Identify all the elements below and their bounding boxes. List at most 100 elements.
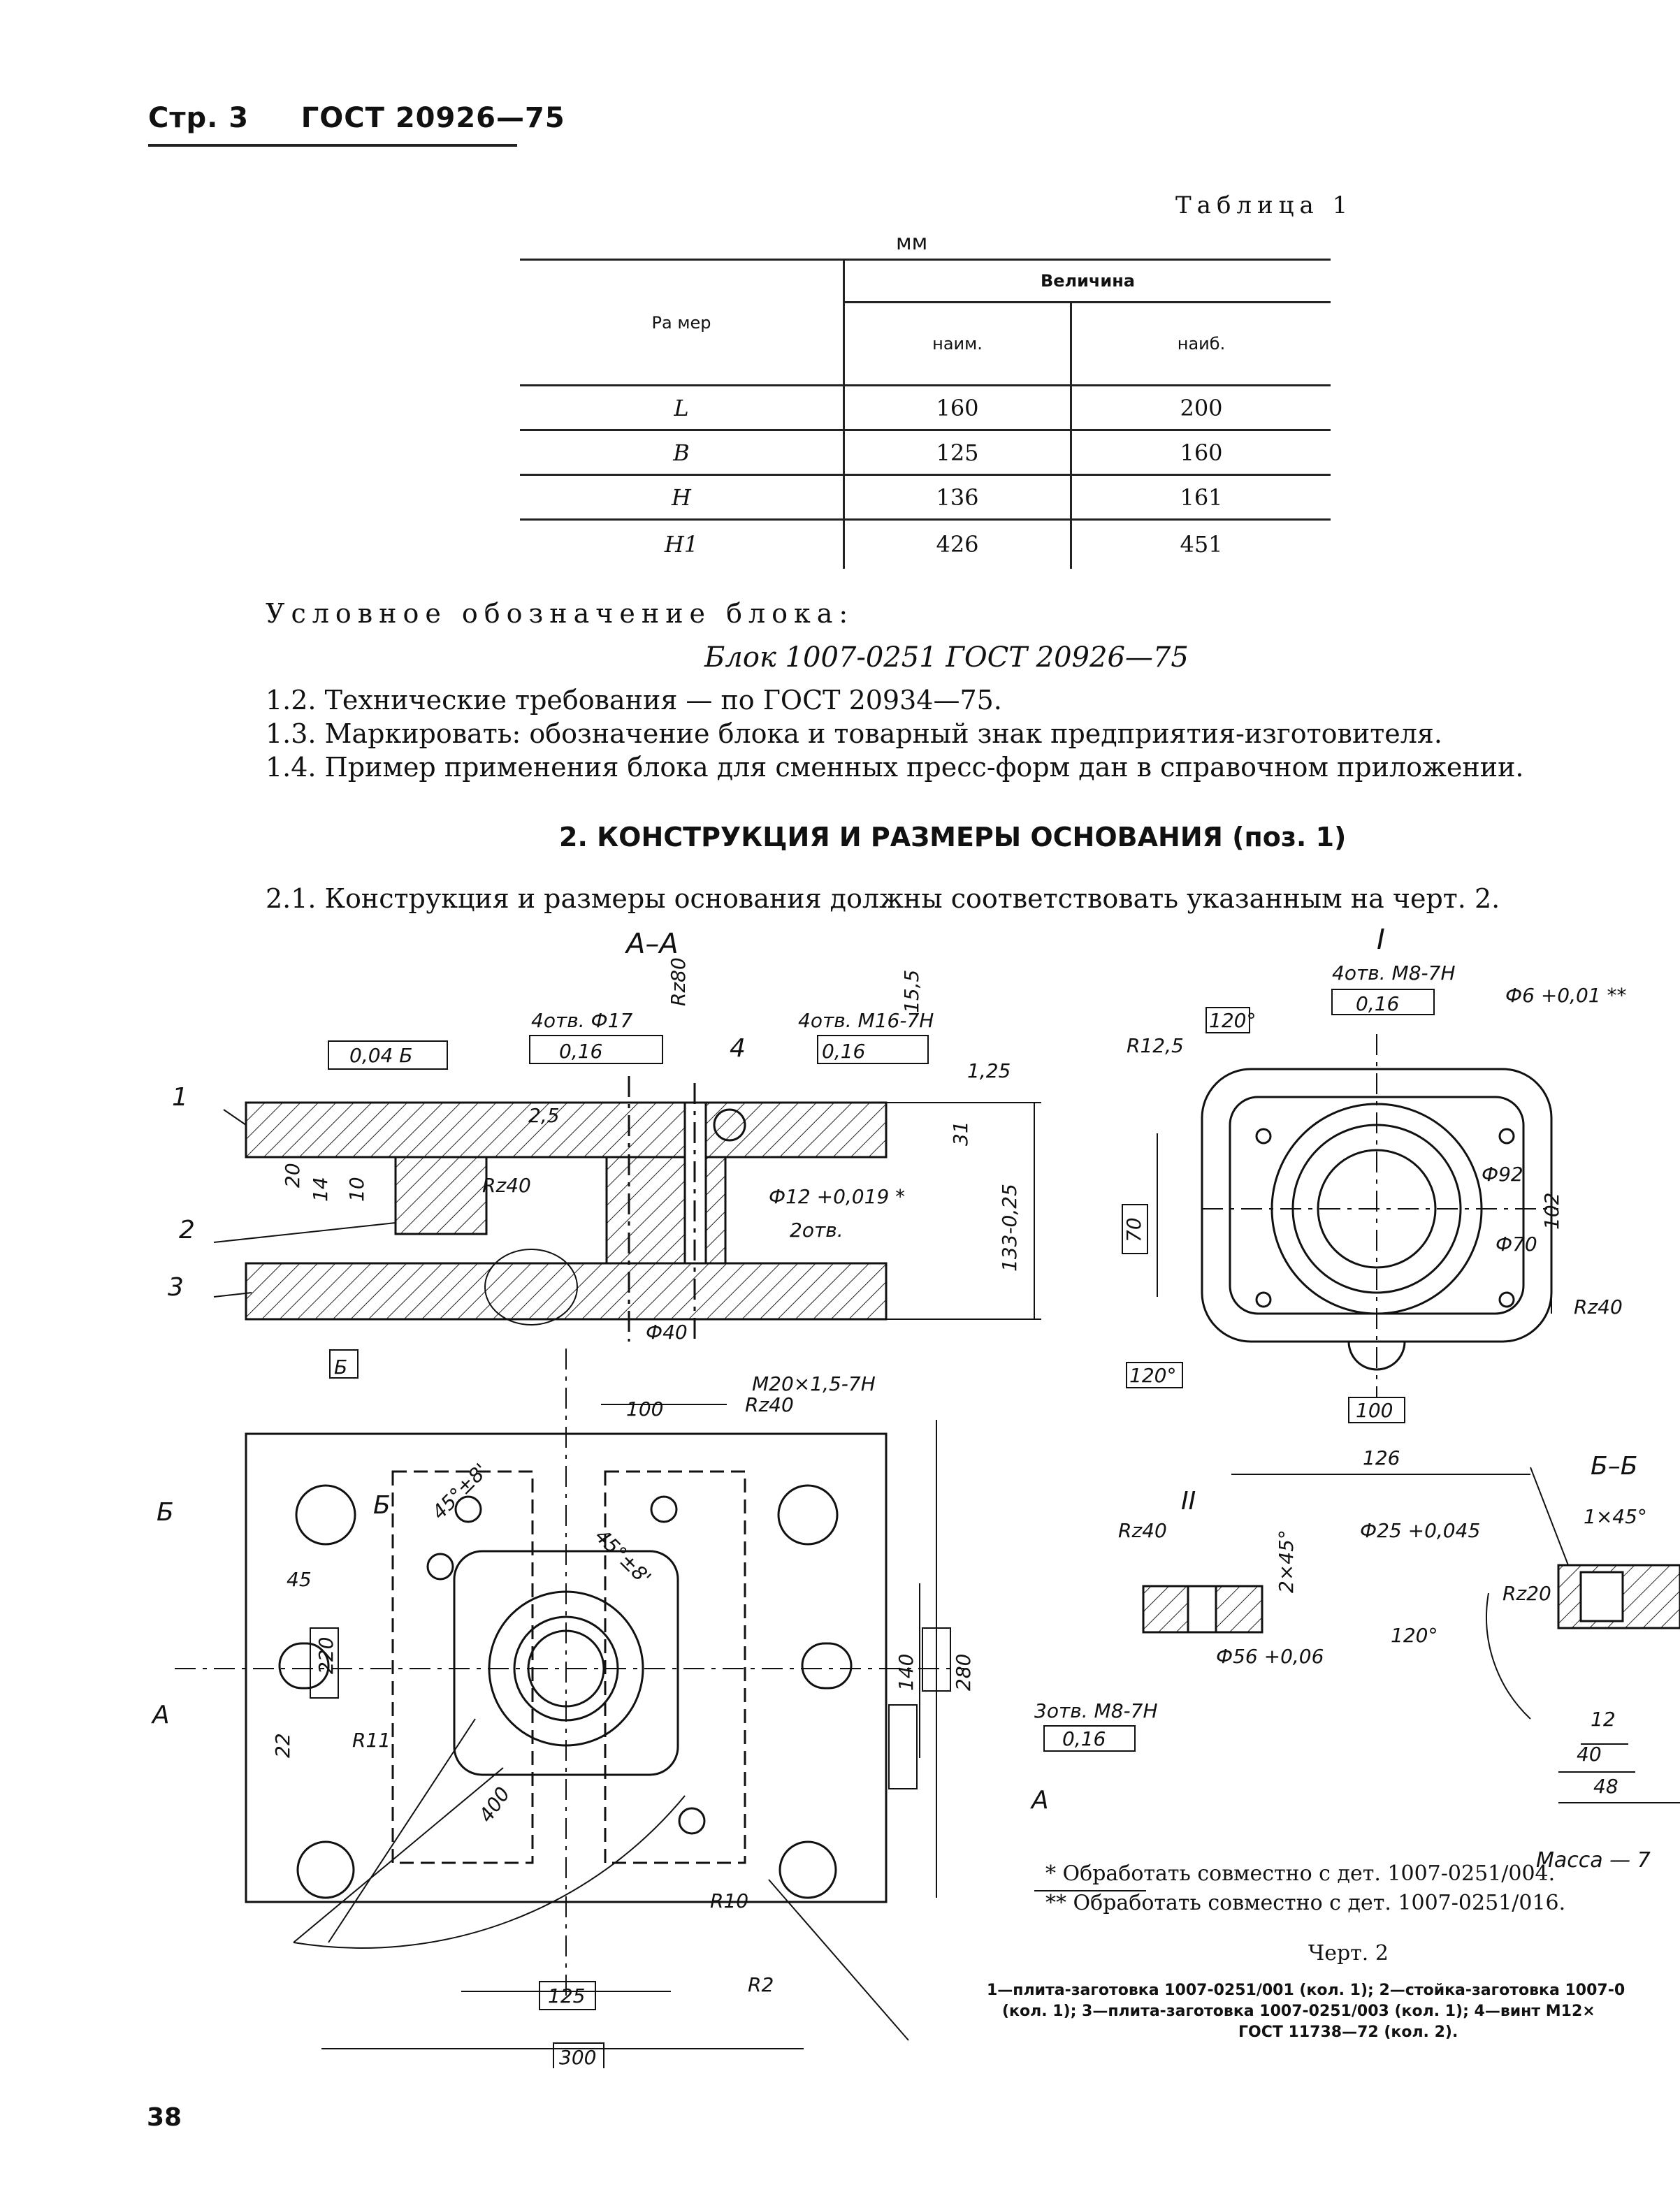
dim-d12-bb: 12	[1591, 1708, 1616, 1731]
dim-d56: Ф56 +0,06	[1216, 1645, 1324, 1668]
dim-d280: 280	[952, 1654, 975, 1691]
row-max: 451	[1070, 519, 1331, 569]
standard-label: ГОСТ 20926—75	[300, 102, 565, 134]
section-b-marker: Б	[157, 1498, 174, 1527]
dim-d12: Ф12 +0,019 *	[769, 1185, 905, 1208]
row-param: B	[673, 439, 690, 466]
table-row: H 136 161	[520, 474, 1331, 520]
position-2-label: 2	[179, 1216, 195, 1244]
dim-d40: Ф40	[646, 1321, 688, 1344]
dim-d100-view: 100	[1356, 1399, 1393, 1422]
dim-h133: 133-0,25	[998, 1184, 1021, 1272]
dim-d25: Ф25 +0,045	[1360, 1519, 1480, 1542]
dimensions-table: Ра мер Величина наим. наиб. L 160 200 B …	[520, 259, 1331, 569]
rz40-label: Rz40	[1118, 1519, 1167, 1542]
clause-2-1: 2.1. Конструкция и размеры основания дол…	[266, 883, 1500, 914]
datum-b-label: Б	[334, 1356, 347, 1379]
table-unit: мм	[896, 231, 928, 255]
table-row: H1 426 451	[520, 519, 1331, 569]
view-i	[1122, 989, 1558, 1475]
legend-line-2: (кол. 1); 3—плита-заготовка 1007-0251/00…	[1002, 2003, 1595, 2020]
dim-d126: 126	[1363, 1446, 1400, 1469]
row-max: 200	[1070, 385, 1331, 430]
col-param-header: Ра мер	[520, 259, 844, 386]
chamfer-1x45: 1×45°	[1584, 1505, 1647, 1528]
dim-d31: 31	[949, 1121, 972, 1146]
row-min: 426	[843, 519, 1071, 569]
view-ii	[1043, 1585, 1263, 1752]
page-label: Стр. 3	[148, 102, 249, 134]
rz40-label-plan: Rz40	[745, 1393, 794, 1416]
dim-d70: Ф70	[1496, 1233, 1537, 1256]
dim-r12-5: R12,5	[1127, 1034, 1184, 1057]
header-rule	[148, 144, 517, 147]
dim-d220: 220	[314, 1637, 338, 1674]
designation-example: Блок 1007-0251 ГОСТ 20926—75	[704, 641, 1189, 674]
page-number: 38	[147, 2103, 182, 2132]
dim-d92: Ф92	[1482, 1163, 1523, 1186]
angle-45-right: 45°±8'	[591, 1525, 656, 1590]
rz40-label-aa: Rz40	[482, 1174, 531, 1197]
view-i-label: I	[1377, 924, 1385, 956]
dim-d10: 10	[345, 1177, 368, 1202]
dim-holes-m8-3: 3отв. М8-7Н	[1034, 1699, 1158, 1722]
section-2-title: 2. КОНСТРУКЦИЯ И РАЗМЕРЫ ОСНОВАНИЯ (поз.…	[559, 822, 1347, 852]
dim-d100-plan: 100	[626, 1397, 663, 1421]
angle-120-bb: 120°	[1391, 1624, 1438, 1647]
mass-label: Масса — 7	[1536, 1848, 1651, 1873]
row-min: 136	[843, 474, 1071, 520]
tolerance-label: 0,16	[559, 1040, 602, 1063]
designation-label: Условное обозначение блока:	[266, 598, 855, 629]
col-value-header: Величина	[843, 259, 1331, 303]
note-2: ** Обработать совместно с дет. 1007-0251…	[1045, 1891, 1566, 1915]
table-row: B 125 160	[520, 430, 1331, 475]
row-param: L	[674, 394, 689, 421]
tolerance-label: 0,16	[822, 1040, 865, 1063]
dim-d70-box: 70	[1122, 1217, 1145, 1242]
position-4-label: 4	[730, 1034, 746, 1063]
view-bb-label: Б–Б	[1591, 1452, 1637, 1481]
angle-45-left: 45°±8'	[428, 1459, 493, 1524]
table-caption: Таблица 1	[1175, 191, 1354, 219]
dim-d2-5: 2,5	[528, 1104, 560, 1127]
chamfer-2x45: 2×45°	[1275, 1530, 1298, 1593]
dim-d40-bb: 40	[1577, 1743, 1602, 1766]
section-a-marker-right: А	[1030, 1786, 1049, 1815]
clause-1-3: 1.3. Маркировать: обозначение блока и то…	[266, 718, 1442, 749]
dim-d125: 125	[548, 1984, 585, 2007]
dim-d22: 22	[271, 1733, 294, 1758]
dim-m20: М20×1,5-7Н	[752, 1372, 876, 1395]
dim-r11: R11	[352, 1729, 391, 1752]
row-max: 161	[1070, 474, 1331, 520]
dim-d140: 140	[895, 1654, 918, 1691]
position-1-label: 1	[172, 1083, 188, 1112]
legend-line-1: 1—плита-заготовка 1007-0251/001 (кол. 1)…	[987, 1982, 1625, 1999]
dim-holes-m16: 4отв. М16-7Н	[798, 1009, 934, 1032]
dim-d1-25: 1,25	[967, 1059, 1011, 1082]
dim-two-holes: 2отв.	[790, 1219, 843, 1242]
section-b-marker-right: Б	[373, 1491, 391, 1520]
figure-label: Черт. 2	[1308, 1941, 1389, 1966]
legend-line-3: ГОСТ 11738—72 (кол. 2).	[1238, 2024, 1458, 2041]
dim-d45: 45	[287, 1568, 312, 1591]
page-header: Стр. 3 ГОСТ 20926—75	[148, 102, 565, 134]
rz20-label: Rz20	[1502, 1582, 1551, 1605]
rz80-label: Rz80	[667, 957, 690, 1006]
dim-d300: 300	[559, 2046, 596, 2068]
dim-holes-m8-4: 4отв. М8-7Н	[1332, 961, 1456, 985]
section-a-marker: А	[151, 1701, 170, 1729]
technical-drawing: А–А I II Б–Б 1 2 3 4 4отв. Ф17 4отв. М16…	[151, 924, 1680, 2068]
dim-d48: 48	[1593, 1775, 1619, 1798]
row-param: H	[672, 484, 691, 511]
dim-d14: 14	[309, 1177, 332, 1202]
parallel-tolerance: 0,04 Б	[349, 1044, 412, 1067]
angle-120-bottom: 120°	[1129, 1364, 1176, 1387]
row-min: 125	[843, 430, 1071, 475]
table-row: L 160 200	[520, 385, 1331, 430]
dim-d6: Ф6 +0,01 **	[1505, 984, 1627, 1007]
angle-120: 120°	[1209, 1009, 1256, 1032]
dim-d15-5: 15,5	[900, 970, 923, 1013]
plan-view	[175, 1349, 964, 2068]
dim-d400: 400	[475, 1782, 515, 1826]
clause-1-4: 1.4. Пример применения блока для сменных…	[266, 752, 1524, 783]
